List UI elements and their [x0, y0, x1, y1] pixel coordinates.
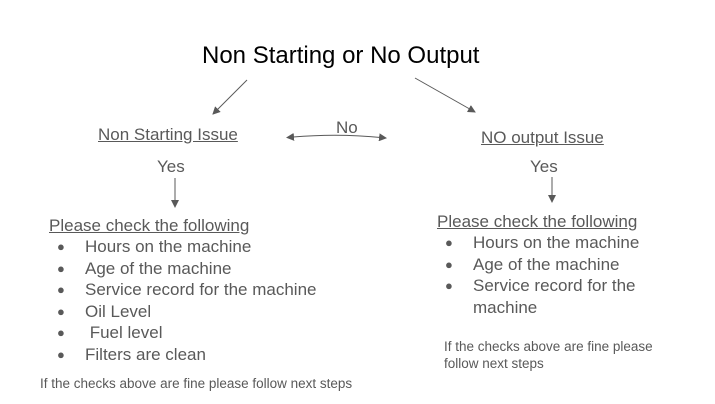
list-item: Service record for the machine [49, 279, 317, 301]
left-yes-label: Yes [157, 157, 185, 176]
right-yes-label: Yes [530, 157, 558, 176]
list-item: Hours on the machine [49, 236, 317, 258]
left-note: If the checks above are fine please foll… [40, 376, 353, 391]
right-note-line-2: follow next steps [444, 356, 544, 371]
right-check-list: Hours on the machine Age of the machine … [437, 232, 663, 318]
list-item: Hours on the machine [437, 232, 663, 254]
list-item: Service record for the machine [437, 275, 663, 318]
list-item: Oil Level [49, 301, 317, 323]
right-note-line-1: If the checks above are fine please [444, 339, 653, 354]
list-item: Age of the machine [437, 254, 663, 276]
arrow-title-to-right [414, 77, 476, 113]
list-item: Age of the machine [49, 258, 317, 280]
right-note: If the checks above are fine please foll… [444, 338, 653, 372]
left-branch-heading: Non Starting Issue [98, 125, 238, 144]
left-check-list: Hours on the machine Age of the machine … [49, 236, 317, 366]
right-check-heading: Please check the following [437, 212, 638, 231]
diagram-title: Non Starting or No Output [202, 42, 480, 69]
arrow-title-to-left [212, 79, 248, 115]
no-label: No [336, 118, 358, 137]
right-branch-heading: NO output Issue [481, 128, 604, 147]
list-item: Fuel level [49, 322, 317, 344]
arrow-no-bidirectional [286, 132, 387, 142]
list-item: Filters are clean [49, 344, 317, 366]
left-check-heading: Please check the following [49, 216, 250, 235]
